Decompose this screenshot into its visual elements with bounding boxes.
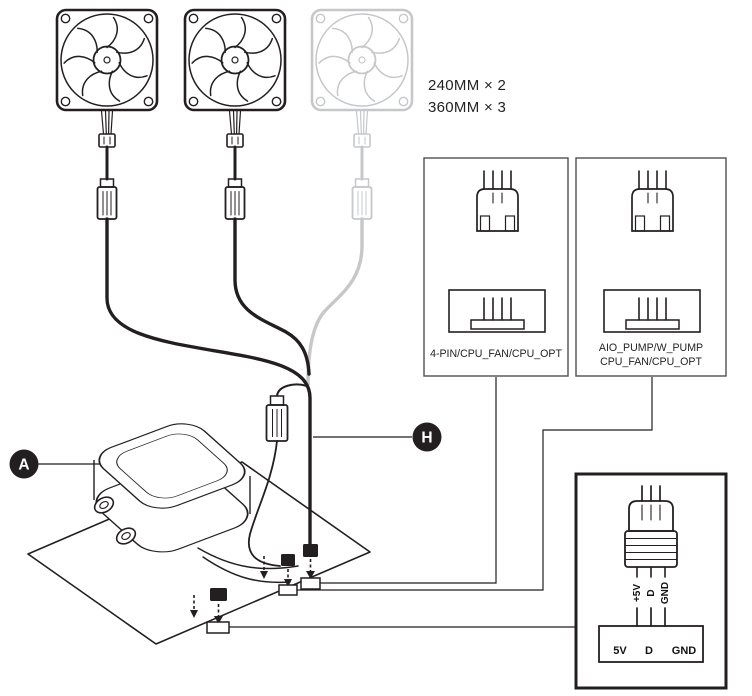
- callout-line-box1: [320, 377, 497, 584]
- wire-label-gnd: GND: [660, 582, 671, 604]
- fan-cable-connector: [96, 109, 118, 221]
- fan-icon-3-ghost: [310, 8, 414, 112]
- socket-label-d: D: [645, 645, 653, 657]
- down-arrow-head-icon: [306, 571, 315, 579]
- callout-h: H: [313, 422, 442, 452]
- wire-label-5v: +5V: [632, 584, 643, 602]
- callout-lines: [229, 377, 653, 628]
- pump-wires: [197, 440, 299, 584]
- plate-connector: [278, 554, 298, 596]
- pump-plug-icon: [624, 485, 678, 578]
- box-label: CPU_FAN/CPU_OPT: [600, 356, 702, 368]
- pump-pinout-box: +5V D GND 5V D GND: [574, 472, 728, 690]
- hose-fitting-icon: [93, 496, 115, 514]
- pump-unit: [93, 423, 251, 553]
- callout-h-label: H: [421, 430, 432, 447]
- plate-connector: [206, 588, 230, 634]
- connector-box-aio-pump: AIO_PUMP/W_PUMP CPU_FAN/CPU_OPT: [575, 157, 727, 377]
- down-arrow-icon: [190, 595, 198, 618]
- down-arrow-head-icon: [214, 616, 223, 624]
- down-arrow-icon: [260, 556, 268, 579]
- down-arrow-head-icon: [284, 579, 292, 587]
- fan2-cable: [233, 217, 311, 376]
- fan3-cable-ghost: [306, 217, 364, 386]
- fan-size-option-1: 240MM × 2: [428, 77, 506, 94]
- hose-fitting-icon: [115, 527, 137, 545]
- fan-icon-1: [55, 8, 159, 112]
- fan-cable-bundle: [105, 217, 312, 554]
- callout-line-box2: [297, 377, 653, 591]
- callout-a: A: [9, 449, 100, 479]
- plate-connector: [300, 544, 321, 590]
- wire-label-d: D: [646, 589, 657, 596]
- callout-a-label: A: [18, 457, 29, 474]
- callout-h-badge: [412, 422, 442, 452]
- fan-icon-2: [183, 8, 287, 112]
- pump-socket-icon: [598, 607, 704, 663]
- callout-a-badge: [9, 449, 39, 479]
- socket-label-gnd: GND: [672, 645, 697, 657]
- fan-cable-connector: [224, 109, 246, 221]
- connector-box-cpu-fan: 4-PIN/CPU_FAN/CPU_OPT: [423, 157, 569, 377]
- pump-cable-connector: [265, 383, 308, 442]
- box-label: AIO_PUMP/W_PUMP: [599, 342, 703, 354]
- fan-size-option-2: 360MM × 3: [428, 99, 506, 116]
- plate-connectors: [190, 544, 321, 634]
- fan-cable-connector-ghost: [351, 109, 373, 221]
- box-label: 4-PIN/CPU_FAN/CPU_OPT: [430, 348, 562, 360]
- socket-label-5v: 5V: [613, 645, 627, 657]
